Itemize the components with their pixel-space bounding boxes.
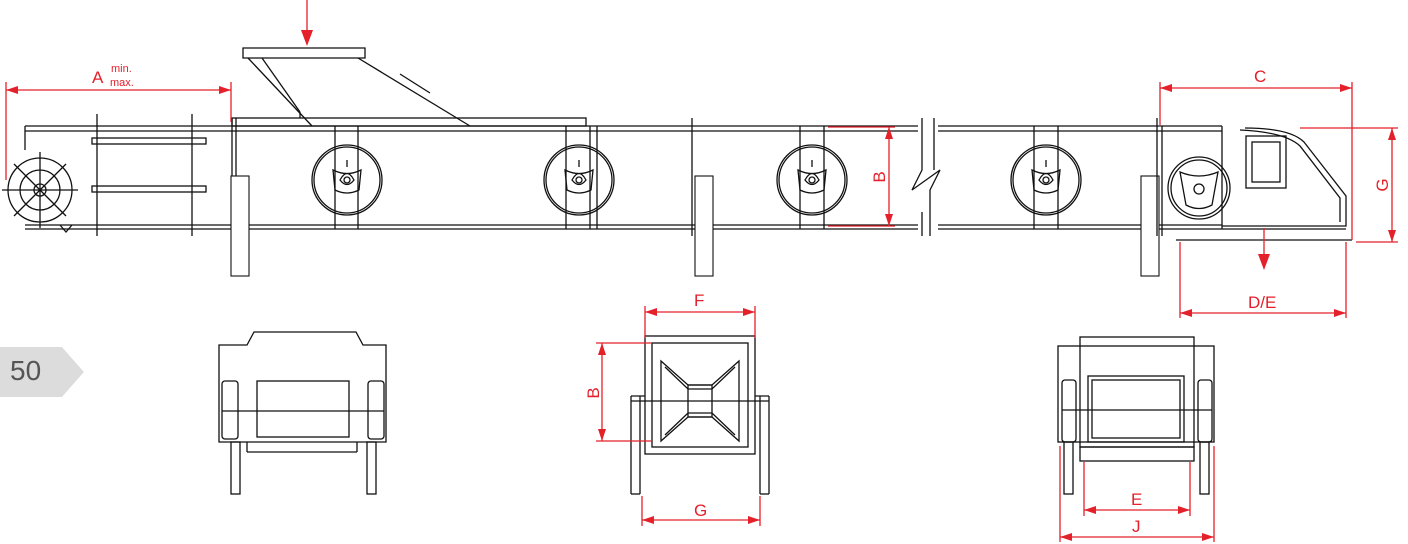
dimension-g-side-label: G bbox=[1373, 178, 1392, 191]
dimension-a-min-label: min. bbox=[111, 63, 132, 75]
length-break-symbol bbox=[911, 118, 941, 236]
side-view bbox=[2, 0, 1352, 277]
dimension-b-side-label: B bbox=[870, 171, 889, 182]
dimension-a-max-label: max. bbox=[110, 77, 134, 89]
dimension-de-label: D/E bbox=[1248, 293, 1276, 312]
outlet-arrow-icon bbox=[1258, 254, 1270, 270]
dimension-b-front: B bbox=[584, 342, 652, 442]
take-up-frame bbox=[91, 114, 207, 236]
dimension-g-front: G bbox=[641, 496, 761, 526]
tail-sprocket bbox=[2, 152, 78, 233]
head-drive bbox=[1161, 126, 1352, 241]
dimension-b-side: B bbox=[828, 126, 895, 227]
dimension-a: A min. max. bbox=[5, 63, 232, 180]
dimension-b-front-label: B bbox=[584, 387, 603, 398]
dimension-j: J bbox=[1059, 446, 1215, 542]
end-view-middle bbox=[630, 335, 770, 495]
dimension-f: F bbox=[644, 291, 756, 338]
idler-wheel bbox=[311, 144, 383, 216]
dimension-a-label: A bbox=[92, 68, 104, 87]
dimension-f-label: F bbox=[694, 291, 704, 310]
end-view-head bbox=[1057, 336, 1215, 495]
dimension-j-label: J bbox=[1132, 517, 1141, 536]
badge-chevron-icon bbox=[0, 347, 84, 397]
dimension-g-front-label: G bbox=[694, 501, 707, 520]
dimension-de: D/E bbox=[1179, 242, 1347, 318]
dimension-c: C bbox=[1159, 67, 1353, 240]
dimension-c-label: C bbox=[1254, 67, 1266, 86]
idler-wheel bbox=[1010, 144, 1082, 216]
inlet-hopper bbox=[231, 47, 587, 127]
end-view-tail bbox=[218, 331, 387, 495]
dimension-e: E bbox=[1083, 462, 1191, 516]
inlet-arrow-icon bbox=[301, 30, 313, 46]
page-number-badge: 50 bbox=[0, 347, 84, 397]
dimension-g-side: G bbox=[1300, 127, 1398, 243]
idler-wheel bbox=[543, 144, 615, 216]
dimension-e-label: E bbox=[1131, 490, 1142, 509]
page-number: 50 bbox=[10, 355, 42, 386]
idler-wheel bbox=[776, 144, 848, 216]
